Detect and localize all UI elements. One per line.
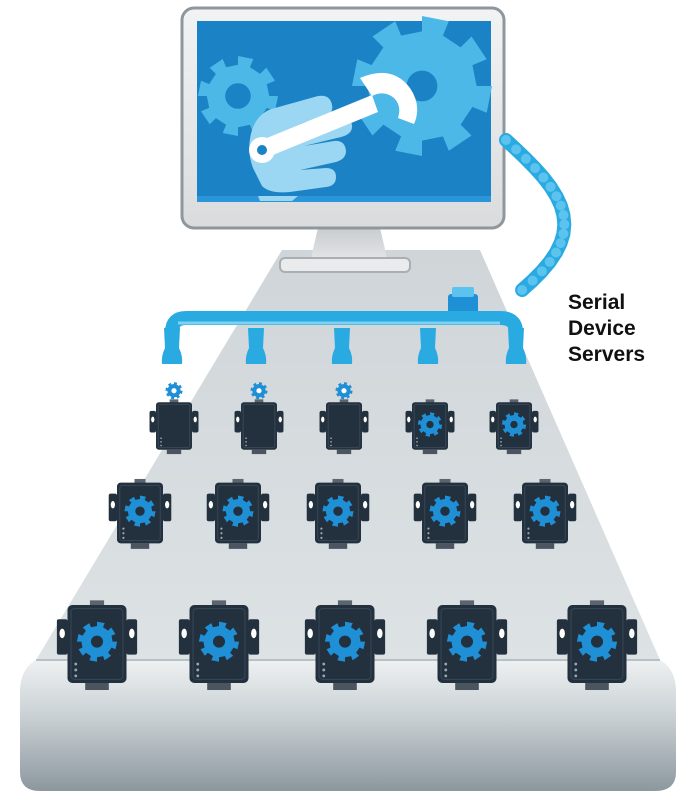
serial-device-server xyxy=(413,478,477,549)
serial-device-server xyxy=(206,478,270,549)
gear-icon xyxy=(250,382,268,400)
gear-icon xyxy=(446,621,488,662)
serial-device-server xyxy=(556,600,638,691)
serial-device-server xyxy=(149,382,199,455)
gear-icon xyxy=(501,412,527,437)
label-line: Servers xyxy=(568,343,646,366)
serial-device-server xyxy=(306,478,370,549)
gear-icon xyxy=(576,621,618,662)
gear-icon xyxy=(429,495,461,527)
monitor xyxy=(180,6,506,230)
gear-icon xyxy=(76,621,118,662)
device-grid xyxy=(56,382,638,691)
gear-icon xyxy=(417,412,443,437)
conveyor-belt xyxy=(20,250,676,791)
conveyor-roller xyxy=(20,660,676,791)
pipe-nozzle xyxy=(505,328,527,364)
serial-device-server xyxy=(178,600,260,691)
serial-device-server xyxy=(234,382,284,455)
serial-device-server xyxy=(56,600,138,691)
serial-device-server xyxy=(108,478,172,549)
pipe-nozzle xyxy=(245,328,267,364)
gear-icon xyxy=(222,495,254,527)
pipe-nozzle xyxy=(331,328,353,364)
label-line: Serial xyxy=(568,291,626,314)
connector-cable xyxy=(499,133,572,297)
pipe-nozzle xyxy=(417,328,439,364)
gear-icon xyxy=(324,621,366,662)
wrench-icon xyxy=(249,72,418,163)
serial-device-servers-label: Serial Device Servers xyxy=(568,290,688,368)
gear-icon xyxy=(335,382,353,400)
gear-icon xyxy=(124,495,156,527)
serial-device-server xyxy=(489,399,539,455)
gear-icon xyxy=(322,495,354,527)
serial-device-server xyxy=(426,600,508,691)
gear-icon xyxy=(165,382,183,400)
serial-device-server xyxy=(319,382,369,455)
gear-icon xyxy=(198,621,240,662)
gear-icon xyxy=(352,16,492,156)
gear-icon xyxy=(529,495,561,527)
manifold-pipe xyxy=(161,287,527,364)
serial-device-server xyxy=(513,478,577,549)
pipe-nozzle xyxy=(161,328,183,364)
serial-device-server xyxy=(405,399,455,455)
monitor-stand xyxy=(279,228,411,273)
label-line: Device xyxy=(568,317,636,340)
serial-device-server xyxy=(304,600,386,691)
gear-icon xyxy=(198,56,278,136)
